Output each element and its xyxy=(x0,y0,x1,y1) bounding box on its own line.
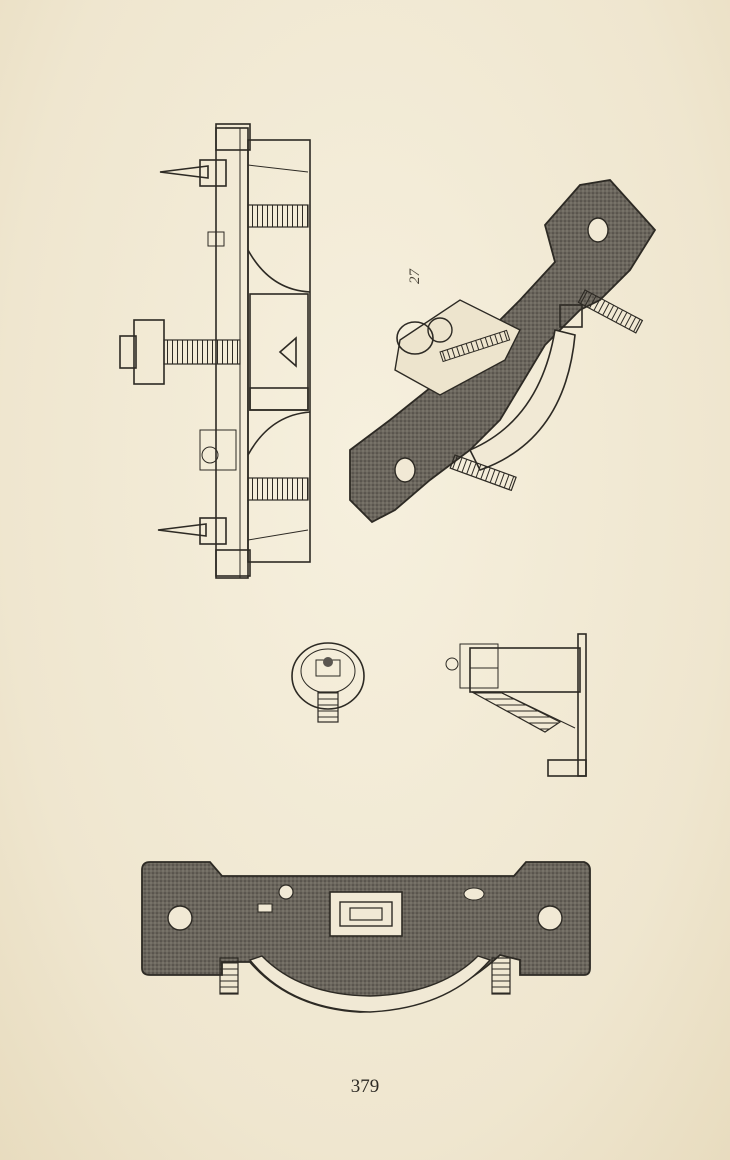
isometric-view xyxy=(349,179,657,524)
page-number: 379 xyxy=(350,1076,380,1097)
figure-label: 27 xyxy=(407,269,423,284)
side-section xyxy=(445,633,587,777)
bottom-plan xyxy=(141,861,591,1013)
front-elevation xyxy=(119,123,311,579)
oval-section xyxy=(291,642,365,723)
